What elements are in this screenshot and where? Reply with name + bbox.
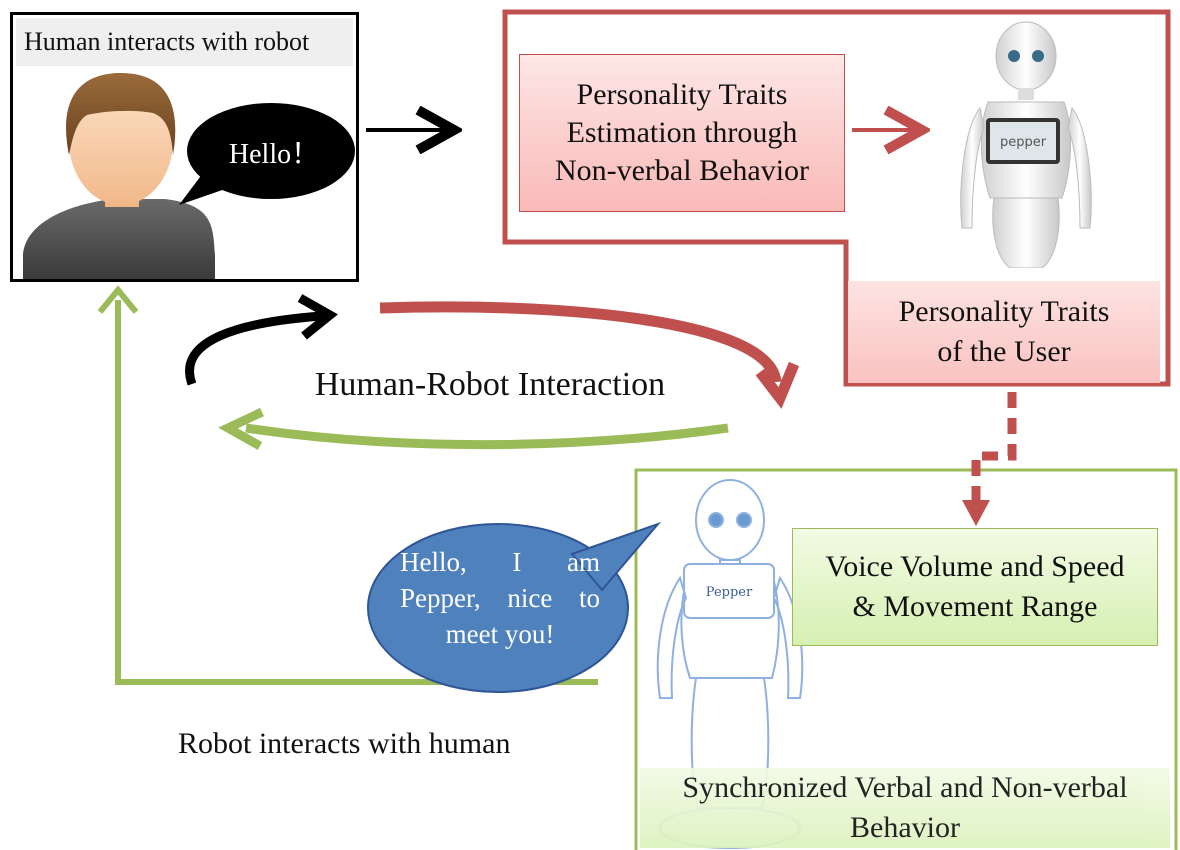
pepper-robot-outline-icon: Pepper [656,479,804,849]
cycle-arrow-black [185,311,323,386]
speech-bubble-icon [179,103,355,205]
cycle-arrow-green [245,423,729,450]
interaction-label: Human-Robot Interaction [314,366,666,403]
robot-screen-text: pepper [1000,135,1047,150]
sync-behavior-box: Synchronized Verbal and Non-verbal Behav… [640,768,1170,848]
estimation-box: Personality Traits Estimation through No… [519,54,845,212]
human-avatar-icon [23,73,215,279]
pepper-robot-icon: pepper [960,21,1092,268]
voice-movement-box: Voice Volume and Speed & Movement Range [792,528,1158,646]
user-traits-box: Personality Traits of the User [848,281,1160,383]
green-frame [634,468,1178,850]
dashed-arrow-traits-to-voice [971,392,1017,500]
human-speech-text: Hello！ [228,139,320,170]
dashed-arrow-head [962,500,990,526]
robot-speech-bubble-icon [367,521,662,693]
robot-to-human-label: Robot interacts with human [178,727,511,760]
cycle-arrow-red [379,301,782,384]
robot-speech-text: Hello, I am Pepper, nice to meet you! [400,547,600,649]
robot-screen-text-outline: Pepper [706,585,753,600]
human-panel: Human interacts with robot Hello！ [10,12,359,282]
human-panel-title: Human interacts with robot [16,18,353,66]
arrow-robot-to-human-head [97,285,139,314]
red-frame [502,9,1171,387]
